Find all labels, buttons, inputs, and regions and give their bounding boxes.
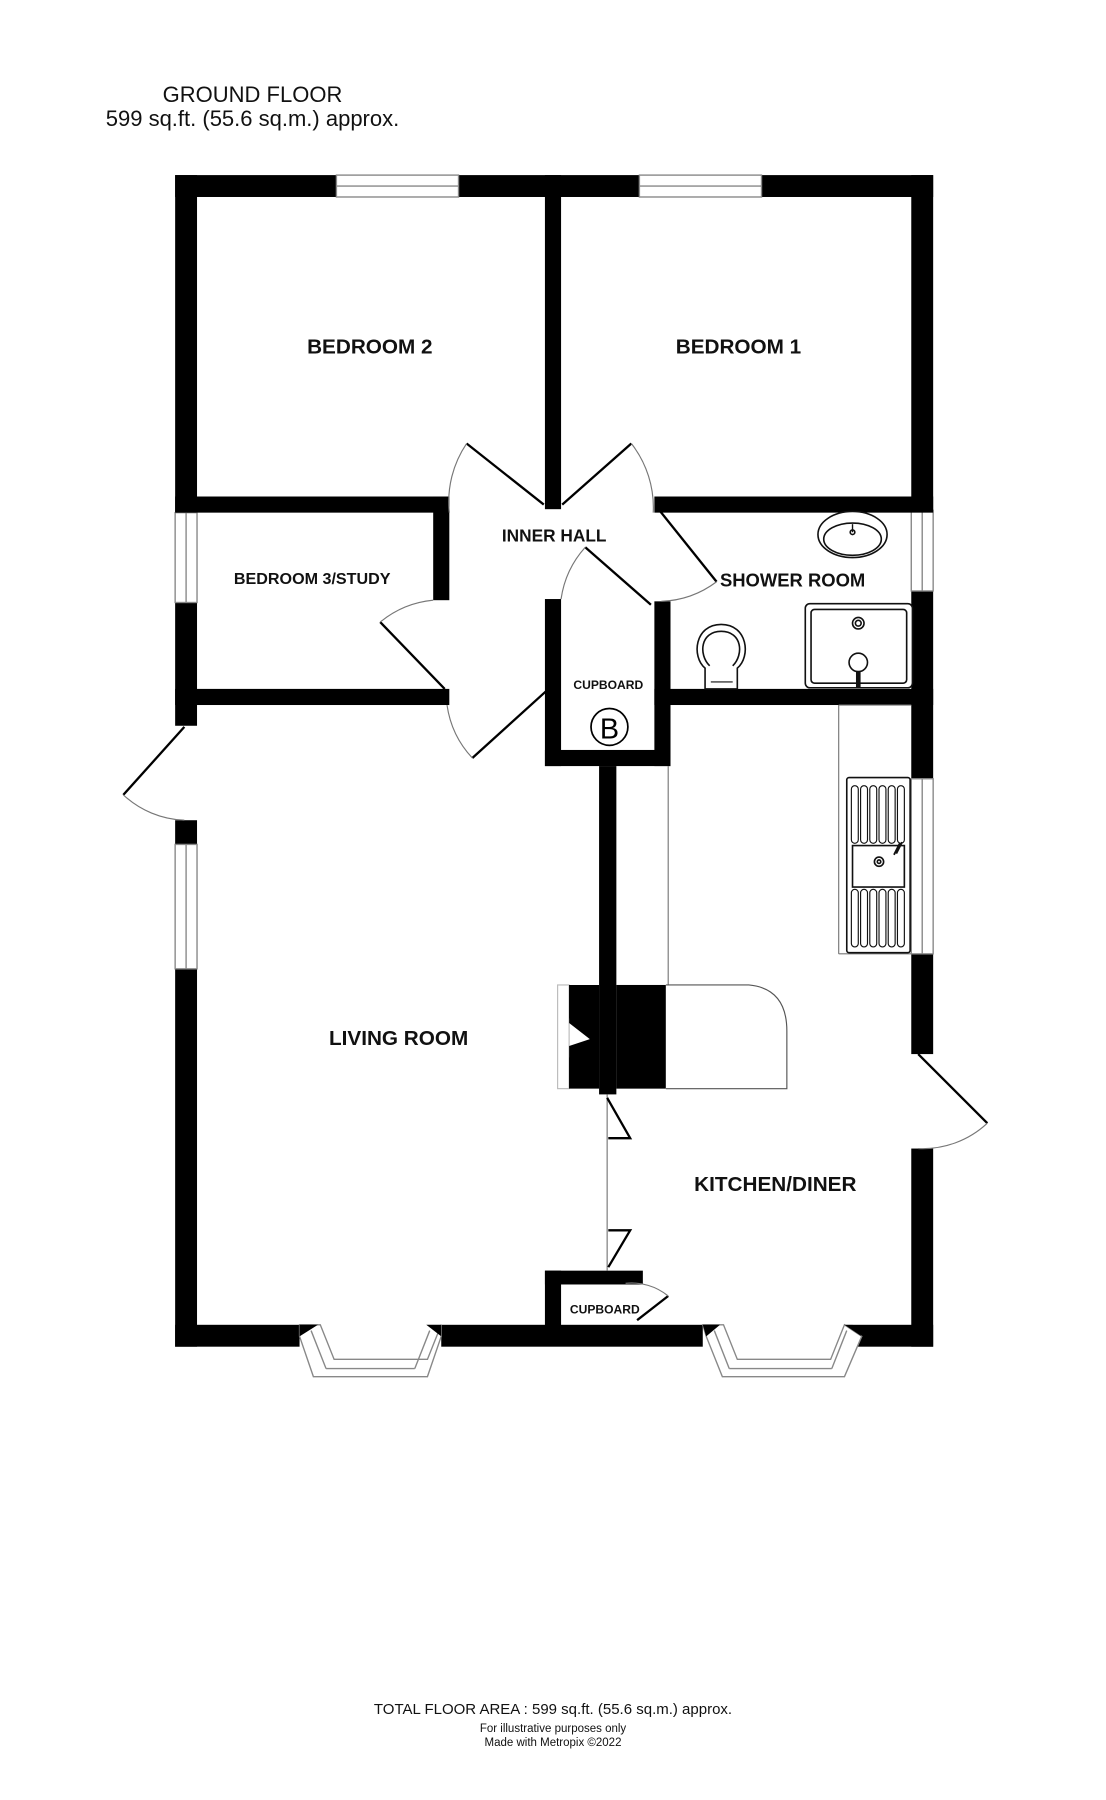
- room-label-kitchen-diner: KITCHEN/DINER: [694, 1173, 856, 1196]
- toilet-icon: [696, 623, 746, 690]
- kitchen-sink-icon: [845, 776, 911, 954]
- floor-area: 599 sq.ft. (55.6 sq.m.) approx.: [105, 106, 400, 131]
- room-label-inner-hall: INNER HALL: [502, 525, 607, 545]
- room-label-cupboard-kitchen: CUPBOARD: [570, 1302, 640, 1316]
- kitchen-worktop: [667, 704, 912, 985]
- internal-walls: [175, 175, 934, 1340]
- room-label-bedroom-1: BEDROOM 1: [676, 336, 801, 359]
- disclaimer: For illustrative purposes only: [479, 1723, 627, 1735]
- room-label-shower-room: SHOWER ROOM: [720, 569, 865, 590]
- room-label-bedroom-2: BEDROOM 2: [307, 336, 432, 359]
- boiler-symbol: B: [600, 713, 619, 745]
- floor-title: GROUND FLOOR: [162, 82, 343, 107]
- room-label-bedroom-3-study: BEDROOM 3/STUDY: [234, 570, 391, 588]
- shower-tray-icon: [804, 602, 914, 689]
- door-swing-icon: [122, 442, 989, 1322]
- bay-window-icon: [298, 1323, 863, 1378]
- room-label-cupboard-boiler: CUPBOARD: [573, 678, 643, 692]
- total-floor-area: TOTAL FLOOR AREA : 599 sq.ft. (55.6 sq.m…: [373, 1701, 733, 1718]
- washbasin-icon: [817, 510, 888, 559]
- room-label-living-room: LIVING ROOM: [329, 1027, 468, 1050]
- credit: Made with Metropix ©2022: [484, 1737, 622, 1749]
- fireplace-icon: [557, 984, 788, 1090]
- boiler-icon: B: [590, 707, 629, 747]
